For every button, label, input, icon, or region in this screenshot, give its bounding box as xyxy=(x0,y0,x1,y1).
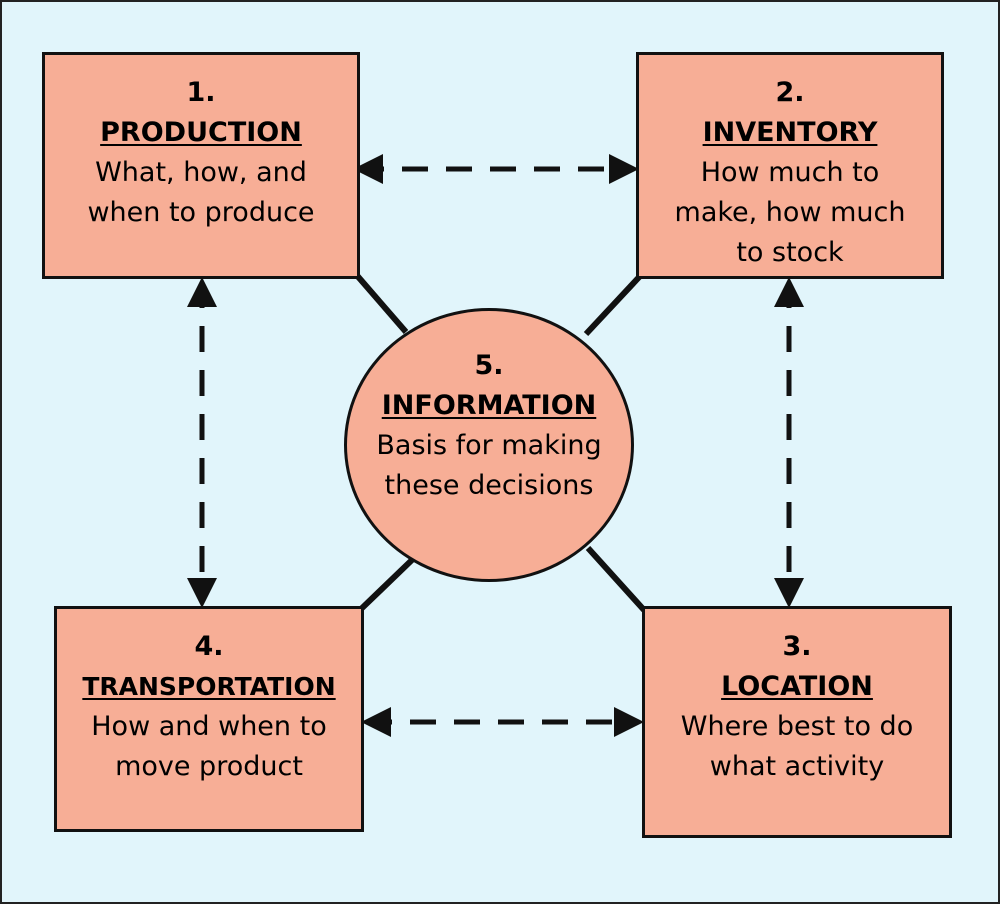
location-title: LOCATION xyxy=(721,671,873,702)
information-description: Basis for making these decisions xyxy=(376,430,602,501)
information-number: 5. xyxy=(474,350,504,381)
transportation-number: 4. xyxy=(194,631,224,662)
location-number: 3. xyxy=(782,631,812,662)
information-circle: 5. INFORMATION Basis for making these de… xyxy=(344,308,634,582)
link-information-inventory xyxy=(583,271,645,337)
inventory-box: 2. INVENTORY How much to make, how much … xyxy=(636,52,944,279)
transportation-box: 4. TRANSPORTATION How and when to move p… xyxy=(54,606,364,832)
link-information-location xyxy=(585,545,647,613)
transportation-description: How and when to move product xyxy=(91,711,327,782)
production-title: PRODUCTION xyxy=(100,117,302,148)
production-box: 1. PRODUCTION What, how, and when to pro… xyxy=(42,52,360,279)
link-information-production xyxy=(351,270,409,334)
link-information-transportation xyxy=(357,555,417,613)
information-title: INFORMATION xyxy=(381,390,597,421)
production-number: 1. xyxy=(186,77,216,108)
inventory-description: How much to make, how much to stock xyxy=(674,157,906,268)
location-box: 3. LOCATION Where best to do what activi… xyxy=(642,606,952,838)
production-description: What, how, and when to produce xyxy=(87,157,315,228)
transportation-title: TRANSPORTATION xyxy=(82,672,336,701)
inventory-title: INVENTORY xyxy=(702,117,878,148)
inventory-number: 2. xyxy=(775,77,805,108)
location-description: Where best to do what activity xyxy=(680,711,914,782)
